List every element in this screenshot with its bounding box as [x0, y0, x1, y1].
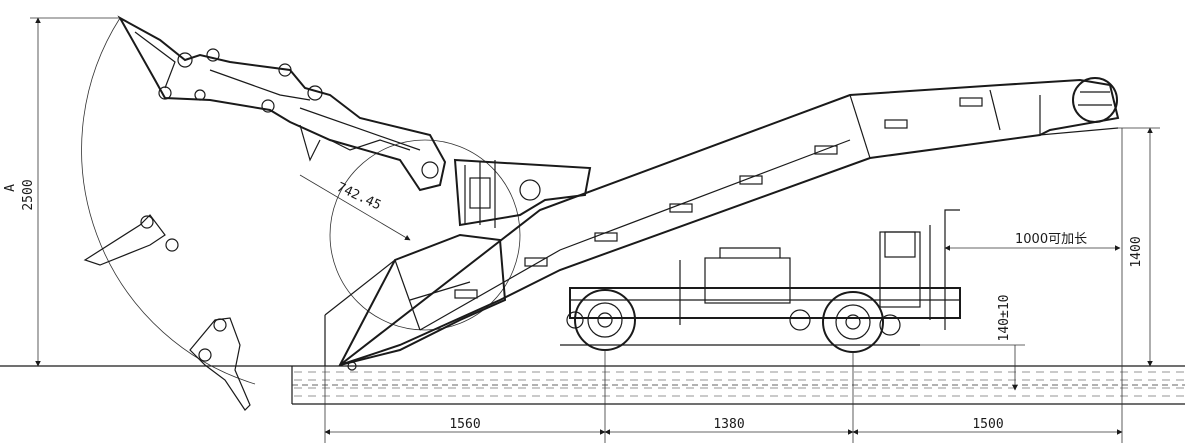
bucket-left — [83, 214, 179, 266]
arm-swing-arc — [81, 17, 521, 385]
dim-radius — [299, 174, 411, 241]
dim-height-2500-label: 2500 — [21, 179, 36, 210]
ground — [0, 365, 1185, 405]
small-wheels — [566, 309, 901, 336]
rear-wheel — [822, 291, 884, 353]
dim-discharge-height-label: 1400 — [1129, 236, 1144, 267]
turret-base — [453, 158, 592, 228]
dim-seg-mid-label: 1380 — [713, 417, 744, 432]
dim-bottom-chain — [324, 350, 1123, 443]
chassis — [560, 209, 961, 346]
dim-seg-rear-label: 1500 — [972, 417, 1003, 432]
front-wheel — [574, 289, 636, 351]
dim-clearance — [920, 344, 1025, 391]
dim-clearance-label: 140±10 — [997, 295, 1012, 342]
conveyor — [339, 77, 1120, 366]
dim-extension-label: 1000可加长 — [1015, 232, 1087, 247]
dim-height-a-label: A — [3, 184, 18, 192]
dim-discharge-height — [1118, 127, 1160, 404]
bucket-bottom — [189, 317, 251, 411]
boom-arm — [117, 15, 447, 192]
dim-height-2500 — [30, 17, 120, 367]
dim-seg-front-label: 1560 — [449, 417, 480, 432]
dim-radius-label: 742.45 — [334, 180, 383, 213]
front-apron — [324, 233, 507, 371]
